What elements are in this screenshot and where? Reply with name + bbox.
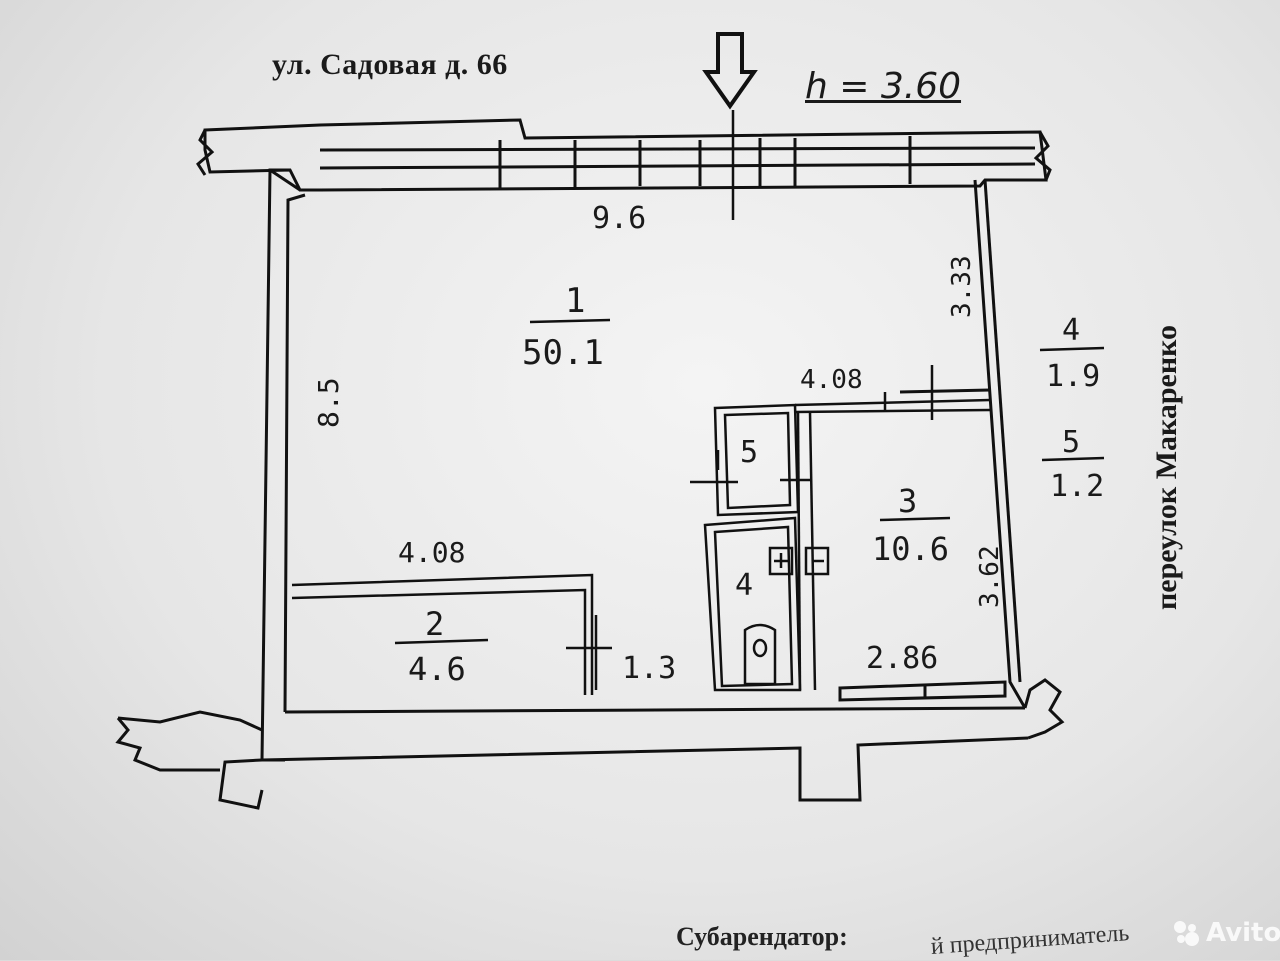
subtenant-label: Субарендатор:: [676, 922, 848, 951]
room-labels: 1 50.1 2 4.6 3 10.6 5 4 4 1.9 5 1.2: [394, 281, 1104, 688]
dim-room3-bottom: 2.86: [866, 641, 938, 676]
avito-logo-icon: [1174, 921, 1199, 946]
dim-partition-upper: 4.08: [800, 365, 863, 395]
room-5-number-side: 5: [1062, 425, 1080, 460]
walls: [115, 118, 1065, 810]
dim-partition-lower: 4.08: [398, 536, 465, 569]
room-5-label: 5: [740, 435, 758, 470]
dim-room2-side: 1.3: [622, 651, 676, 686]
room-4-number-side: 4: [1062, 313, 1080, 348]
street-address: ул. Садовая д. 66: [272, 48, 508, 81]
room-1-number: 1: [565, 281, 585, 321]
dimension-labels: 9.6 4.08 4.08 1.3 2.86 8.5 3.33 3.62: [312, 201, 1005, 686]
dim-right-upper: 3.33: [947, 255, 977, 318]
side-street-label: переулок Макаренко: [1150, 324, 1183, 610]
avito-watermark: Avito: [1172, 918, 1280, 948]
dim-left-height: 8.5: [312, 377, 345, 428]
room-3-area: 10.6: [872, 530, 949, 568]
avito-wordmark: Avito: [1206, 918, 1280, 948]
room-2-number: 2: [425, 605, 444, 643]
room-3-number: 3: [898, 482, 917, 520]
room-5-area-side: 1.2: [1050, 469, 1104, 504]
dim-right-lower: 3.62: [975, 545, 1005, 608]
partitions: [291, 365, 991, 695]
room-2-area: 4.6: [408, 650, 466, 688]
room-4-label: 4: [735, 568, 753, 603]
entrance-arrow-icon: [702, 32, 758, 220]
room-4-area-side: 1.9: [1046, 359, 1100, 394]
dim-top-width: 9.6: [592, 201, 646, 236]
ceiling-height: h = 3.60: [805, 66, 962, 107]
room-1-area: 50.1: [522, 333, 604, 373]
